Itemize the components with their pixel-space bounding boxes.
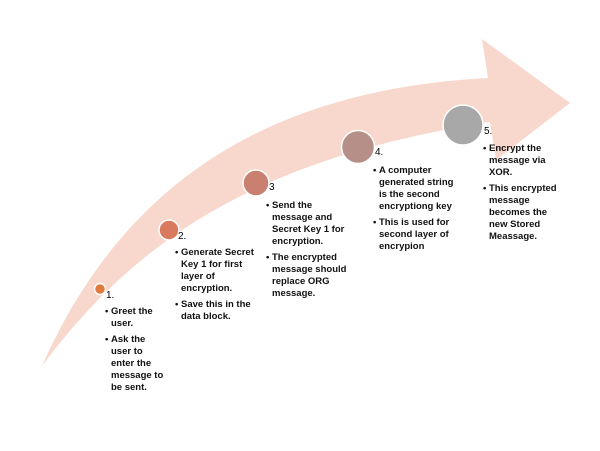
step-2-number: 2. bbox=[178, 231, 187, 242]
step-5-bullet-2: This encrypted message becomes the new S… bbox=[483, 183, 562, 243]
step-2-bullet-1: Generate Secret Key 1 for first layer of… bbox=[175, 247, 262, 295]
step-1-bullet-1: Greet the user. bbox=[105, 306, 168, 330]
step-1-bullet-2: Ask the user to enter the message to be … bbox=[105, 334, 168, 394]
step-5-number: 5. bbox=[484, 126, 493, 137]
step-4-circle bbox=[340, 129, 376, 165]
step-3-bullet-2: The encrypted message should replace ORG… bbox=[266, 252, 355, 300]
step-2-bullets: Generate Secret Key 1 for first layer of… bbox=[175, 247, 262, 327]
step-1-bullets: Greet the user. Ask the user to enter th… bbox=[105, 306, 168, 398]
step-5-bullets: Encrypt the message via XOR. This encryp… bbox=[483, 143, 562, 247]
step-3-bullets: Send the message and Secret Key 1 for en… bbox=[266, 200, 355, 304]
step-2-bullet-2: Save this in the data block. bbox=[175, 299, 262, 323]
step-5-bullet-1: Encrypt the message via XOR. bbox=[483, 143, 562, 179]
step-4-number: 4. bbox=[375, 147, 384, 158]
step-3-bullet-1: Send the message and Secret Key 1 for en… bbox=[266, 200, 355, 248]
step-2-circle bbox=[158, 219, 180, 241]
curved-arrow bbox=[42, 39, 570, 366]
step-4-bullet-1: A computer generated string is the secon… bbox=[373, 165, 458, 213]
step-3-circle bbox=[242, 169, 270, 197]
step-4-bullet-2: This is used for second layer of encrypi… bbox=[373, 217, 458, 253]
step-1-number: 1. bbox=[106, 290, 115, 301]
step-4-bullets: A computer generated string is the secon… bbox=[373, 165, 458, 257]
step-1-circle bbox=[93, 282, 107, 296]
step-3-number: 3 bbox=[269, 182, 275, 193]
step-5-circle bbox=[442, 104, 484, 146]
